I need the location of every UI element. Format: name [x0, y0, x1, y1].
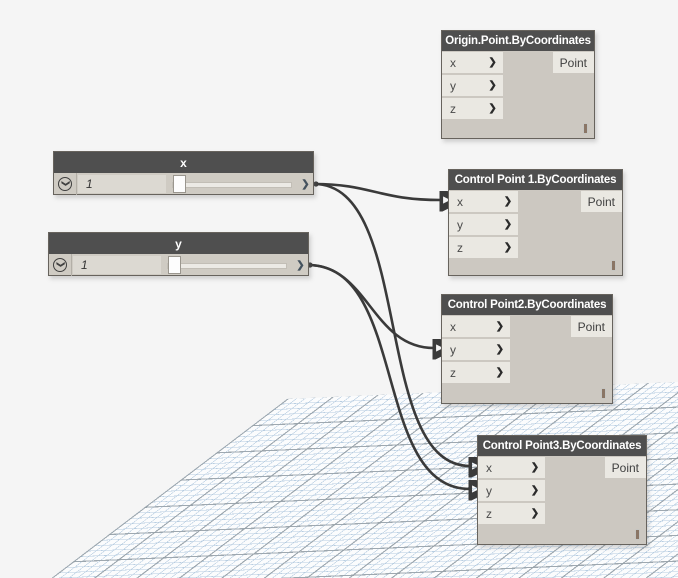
slider-collapse-button[interactable]: ❯: [54, 173, 77, 195]
output-port-point[interactable]: Point: [580, 191, 622, 212]
wire-x-to-controlpoint3-x[interactable]: [313, 182, 470, 466]
wire-y-to-controlpoint3-y[interactable]: [307, 263, 470, 489]
chevron-right-icon: ❯: [530, 461, 540, 473]
slider-value-field[interactable]: 1: [73, 256, 161, 274]
chevron-right-icon: ❯: [488, 56, 497, 68]
node-title-bar[interactable]: Control Point 1.ByCoordinates: [449, 170, 622, 190]
wire-x-to-controlpoint1-x[interactable]: [313, 182, 441, 200]
node-body: x ❯ y ❯ z ❯ Point: [442, 51, 594, 138]
chevron-right-icon: ❯: [488, 102, 497, 114]
node-control-point3-bycoordinates[interactable]: Control Point3.ByCoordinates x ❯ y ❯ z ❯…: [477, 435, 647, 545]
slider-value-field[interactable]: 1: [78, 175, 166, 193]
input-port-x[interactable]: x ❯: [442, 316, 510, 337]
slider-output-port[interactable]: ❯: [301, 178, 310, 190]
chevron-right-icon: ❯: [495, 366, 504, 378]
number-slider-y[interactable]: y ❯ 1 ❯: [48, 232, 309, 276]
node-body: x ❯ y ❯ z ❯ Point: [449, 190, 622, 275]
resize-grip-icon[interactable]: [636, 530, 639, 539]
slider-title-bar[interactable]: x: [54, 152, 313, 173]
slider-track[interactable]: [167, 263, 287, 269]
node-origin-point-bycoordinates[interactable]: Origin.Point.ByCoordinates x ❯ y ❯ z ❯ P…: [441, 30, 595, 139]
input-port-z[interactable]: z ❯: [478, 503, 546, 524]
node-title-bar[interactable]: Control Point3.ByCoordinates: [478, 436, 646, 456]
number-slider-x[interactable]: x ❯ 1 ❯: [53, 151, 314, 195]
slider-collapse-button[interactable]: ❯: [49, 254, 72, 276]
node-control-point2-bycoordinates[interactable]: Control Point2.ByCoordinates x ❯ y ❯ z ❯…: [441, 294, 613, 404]
output-port-point[interactable]: Point: [570, 316, 612, 337]
slider-track-area[interactable]: [163, 254, 289, 276]
slider-track[interactable]: [172, 182, 292, 188]
input-port-z[interactable]: z ❯: [449, 237, 519, 258]
chevron-right-icon: ❯: [503, 241, 513, 253]
slider-handle[interactable]: [168, 256, 181, 274]
input-port-y[interactable]: y ❯: [442, 75, 503, 96]
input-port-z[interactable]: z ❯: [442, 362, 510, 383]
slider-title-bar[interactable]: y: [49, 233, 308, 254]
chevron-right-icon: ❯: [530, 507, 540, 519]
input-port-x[interactable]: x ❯: [478, 457, 546, 478]
resize-grip-icon[interactable]: [602, 389, 605, 398]
input-port-y[interactable]: y ❯: [449, 214, 519, 235]
node-body: x ❯ y ❯ z ❯ Point: [478, 456, 646, 544]
chevron-right-icon: ❯: [530, 484, 540, 496]
input-port-x[interactable]: x ❯: [442, 52, 503, 73]
chevron-right-icon: ❯: [503, 218, 513, 230]
chevron-right-icon: ❯: [495, 320, 504, 332]
input-port-x[interactable]: x ❯: [449, 191, 519, 212]
chevron-down-circle-icon: ❯: [53, 258, 67, 272]
resize-grip-icon[interactable]: [612, 261, 615, 270]
slider-handle[interactable]: [173, 175, 186, 193]
chevron-right-icon: ❯: [503, 195, 513, 207]
input-port-z[interactable]: z ❯: [442, 98, 503, 119]
wire-y-to-controlpoint2-y[interactable]: [307, 263, 434, 348]
input-port-y[interactable]: y ❯: [442, 339, 510, 360]
output-port-point[interactable]: Point: [552, 52, 594, 73]
chevron-down-circle-icon: ❯: [58, 177, 72, 191]
slider-output-port[interactable]: ❯: [296, 259, 305, 271]
chevron-right-icon: ❯: [495, 343, 504, 355]
node-body: x ❯ y ❯ z ❯ Point: [442, 315, 612, 403]
input-port-y[interactable]: y ❯: [478, 480, 546, 501]
node-title-bar[interactable]: Control Point2.ByCoordinates: [442, 295, 612, 315]
node-control-point-1-bycoordinates[interactable]: Control Point 1.ByCoordinates x ❯ y ❯ z …: [448, 169, 623, 276]
slider-track-area[interactable]: [168, 173, 294, 195]
resize-grip-icon[interactable]: [584, 124, 587, 133]
output-port-point[interactable]: Point: [604, 457, 646, 478]
chevron-right-icon: ❯: [488, 79, 497, 91]
node-title-bar[interactable]: Origin.Point.ByCoordinates: [442, 31, 594, 51]
